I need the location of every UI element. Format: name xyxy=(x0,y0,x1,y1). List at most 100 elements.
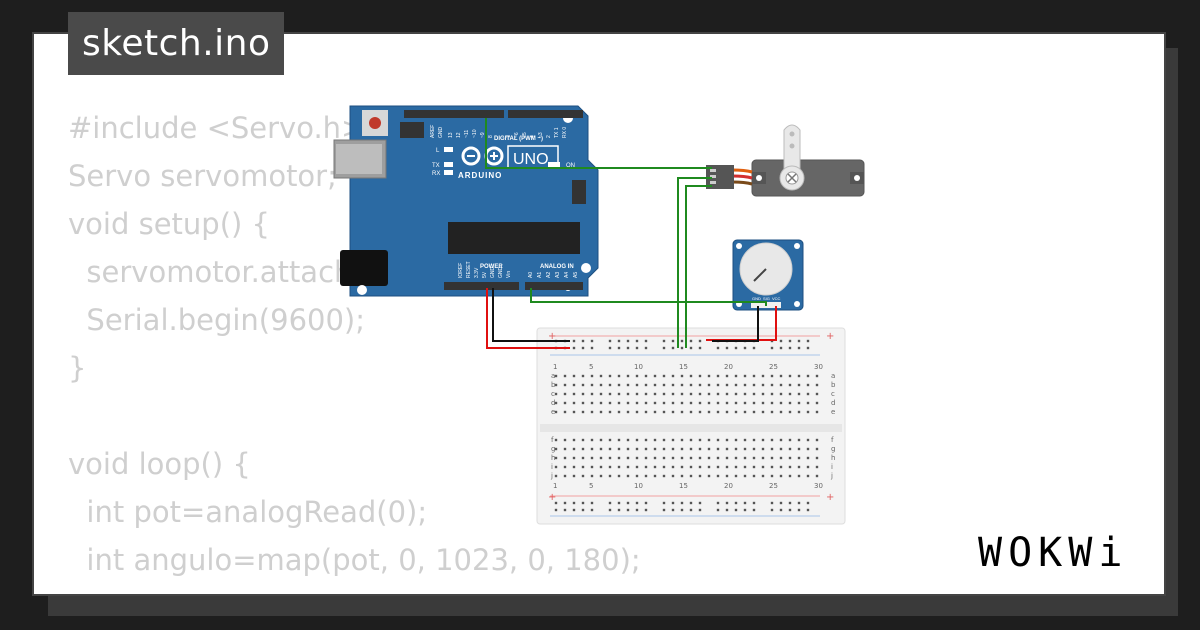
power-label: POWER xyxy=(480,264,503,270)
row-letter: c xyxy=(551,390,555,398)
column-number: 30 xyxy=(814,363,823,371)
gnd-label: GND xyxy=(438,127,444,139)
digital-pin-label: 2 xyxy=(546,135,552,138)
on-led xyxy=(548,162,560,167)
digital-header-left xyxy=(404,110,504,118)
column-number: 20 xyxy=(724,363,733,371)
row-letter: h xyxy=(551,454,555,462)
wokwi-logo-text: WOKWi xyxy=(978,530,1128,576)
digital-pin-label: ~3 xyxy=(538,132,544,138)
wire-5v xyxy=(486,288,570,349)
wire-gnd xyxy=(492,288,570,342)
digital-pin-label: ~9 xyxy=(480,132,486,138)
code-line: int pot=analogRead(0); xyxy=(68,495,428,529)
led-tx-label: TX xyxy=(432,163,440,169)
column-number: 10 xyxy=(634,482,643,490)
digital-pin-label: 7 xyxy=(506,135,512,138)
digital-pin-label: 13 xyxy=(448,132,454,138)
arduino-uno-board[interactable]: UNO ARDUINO DIGITAL (PWM ~) ON L TX RX P… xyxy=(333,105,599,297)
rail-plus-icon: + xyxy=(548,331,556,342)
code-line: int angulo=map(pot, 0, 1023, 0, 180); xyxy=(68,543,641,577)
wire-pot-signal xyxy=(530,288,767,306)
potentiometer[interactable]: GND SIG VCC xyxy=(732,239,804,311)
rail-plus-icon-right: + xyxy=(826,331,834,342)
row-letter: b xyxy=(831,381,836,389)
digital-pin-label: 12 xyxy=(456,132,462,138)
power-pin-label: Vin xyxy=(506,271,512,278)
column-number: 15 xyxy=(679,363,688,371)
digital-pin-label: ~10 xyxy=(472,129,478,138)
power-pin-label: IOREF xyxy=(458,263,464,278)
led-l-label: L xyxy=(436,148,440,154)
row-letter: g xyxy=(831,445,835,453)
code-line: Serial.begin(9600); xyxy=(68,303,366,337)
column-number: 25 xyxy=(769,482,778,490)
row-letter: d xyxy=(551,399,555,407)
row-letter: f xyxy=(551,436,554,444)
column-number: 20 xyxy=(724,482,733,490)
code-line: void setup() { xyxy=(68,207,270,241)
power-pin-label: 5V xyxy=(482,271,488,278)
code-editor: #include <Servo.h>Servo servomotor;void … xyxy=(68,104,641,594)
analog-pin-label: A4 xyxy=(564,272,570,278)
row-letter: f xyxy=(831,436,834,444)
row-letter: h xyxy=(831,454,835,462)
pot-pin-sig: SIG xyxy=(763,296,770,301)
digital-pin-label: ~11 xyxy=(464,130,470,138)
power-pin-label: RESET xyxy=(466,261,472,278)
atmega-chip xyxy=(448,222,580,254)
wire-pot-gnd xyxy=(712,306,759,342)
row-letter: i xyxy=(831,463,833,471)
digital-pin-label: TX 1 xyxy=(554,127,560,138)
rail-plus-icon-right-bottom: + xyxy=(826,492,834,503)
analog-pin-label: A5 xyxy=(573,272,579,278)
row-letter: d xyxy=(831,399,835,407)
led-rx-label: RX xyxy=(432,171,440,177)
servo-horn xyxy=(783,124,801,179)
pot-pin-vcc: VCC xyxy=(772,296,781,301)
digital-pin-label: RX 0 xyxy=(562,127,568,138)
power-jack xyxy=(340,250,388,286)
icsp-header xyxy=(572,180,586,204)
analog-pin-label: A3 xyxy=(555,272,561,278)
row-letter: j xyxy=(830,472,833,480)
power-pin-label: 3.3V xyxy=(474,267,480,278)
icsp2-header xyxy=(400,122,424,138)
power-pin-label: GND xyxy=(490,267,496,279)
row-letter: e xyxy=(551,408,555,416)
row-letter: g xyxy=(551,445,555,453)
digital-pin-label: 4 xyxy=(530,135,536,138)
rail-plus-icon-bottom: + xyxy=(548,492,556,503)
pot-pin-gnd: GND xyxy=(752,296,761,301)
board-model: UNO xyxy=(513,151,549,168)
servo-motor[interactable] xyxy=(706,124,865,197)
row-letter: c xyxy=(831,390,835,398)
digital-label: DIGITAL (PWM ~) xyxy=(494,136,543,142)
column-number: 15 xyxy=(679,482,688,490)
breadboard-holes xyxy=(554,339,819,512)
code-line: } xyxy=(68,351,87,385)
code-line: #include <Servo.h> xyxy=(68,111,366,145)
wire-servo-vcc xyxy=(677,177,712,348)
column-number: 10 xyxy=(634,363,643,371)
row-letter: a xyxy=(551,372,555,380)
board-brand: ARDUINO xyxy=(458,171,502,180)
column-number: 5 xyxy=(589,482,593,490)
wire-servo-gnd xyxy=(685,185,712,348)
arduino-infinity-icon xyxy=(461,146,504,166)
column-number: 25 xyxy=(769,363,778,371)
file-tab[interactable]: sketch.ino xyxy=(68,12,285,75)
preview-card: #include <Servo.h>Servo servomotor;void … xyxy=(34,34,1164,594)
row-letter: a xyxy=(831,372,835,380)
row-letter: b xyxy=(551,381,556,389)
row-letter: i xyxy=(551,463,553,471)
column-number: 1 xyxy=(553,482,557,490)
column-number: 5 xyxy=(589,363,593,371)
digital-header-right xyxy=(508,110,583,118)
digital-pin-label: ~5 xyxy=(522,132,528,138)
